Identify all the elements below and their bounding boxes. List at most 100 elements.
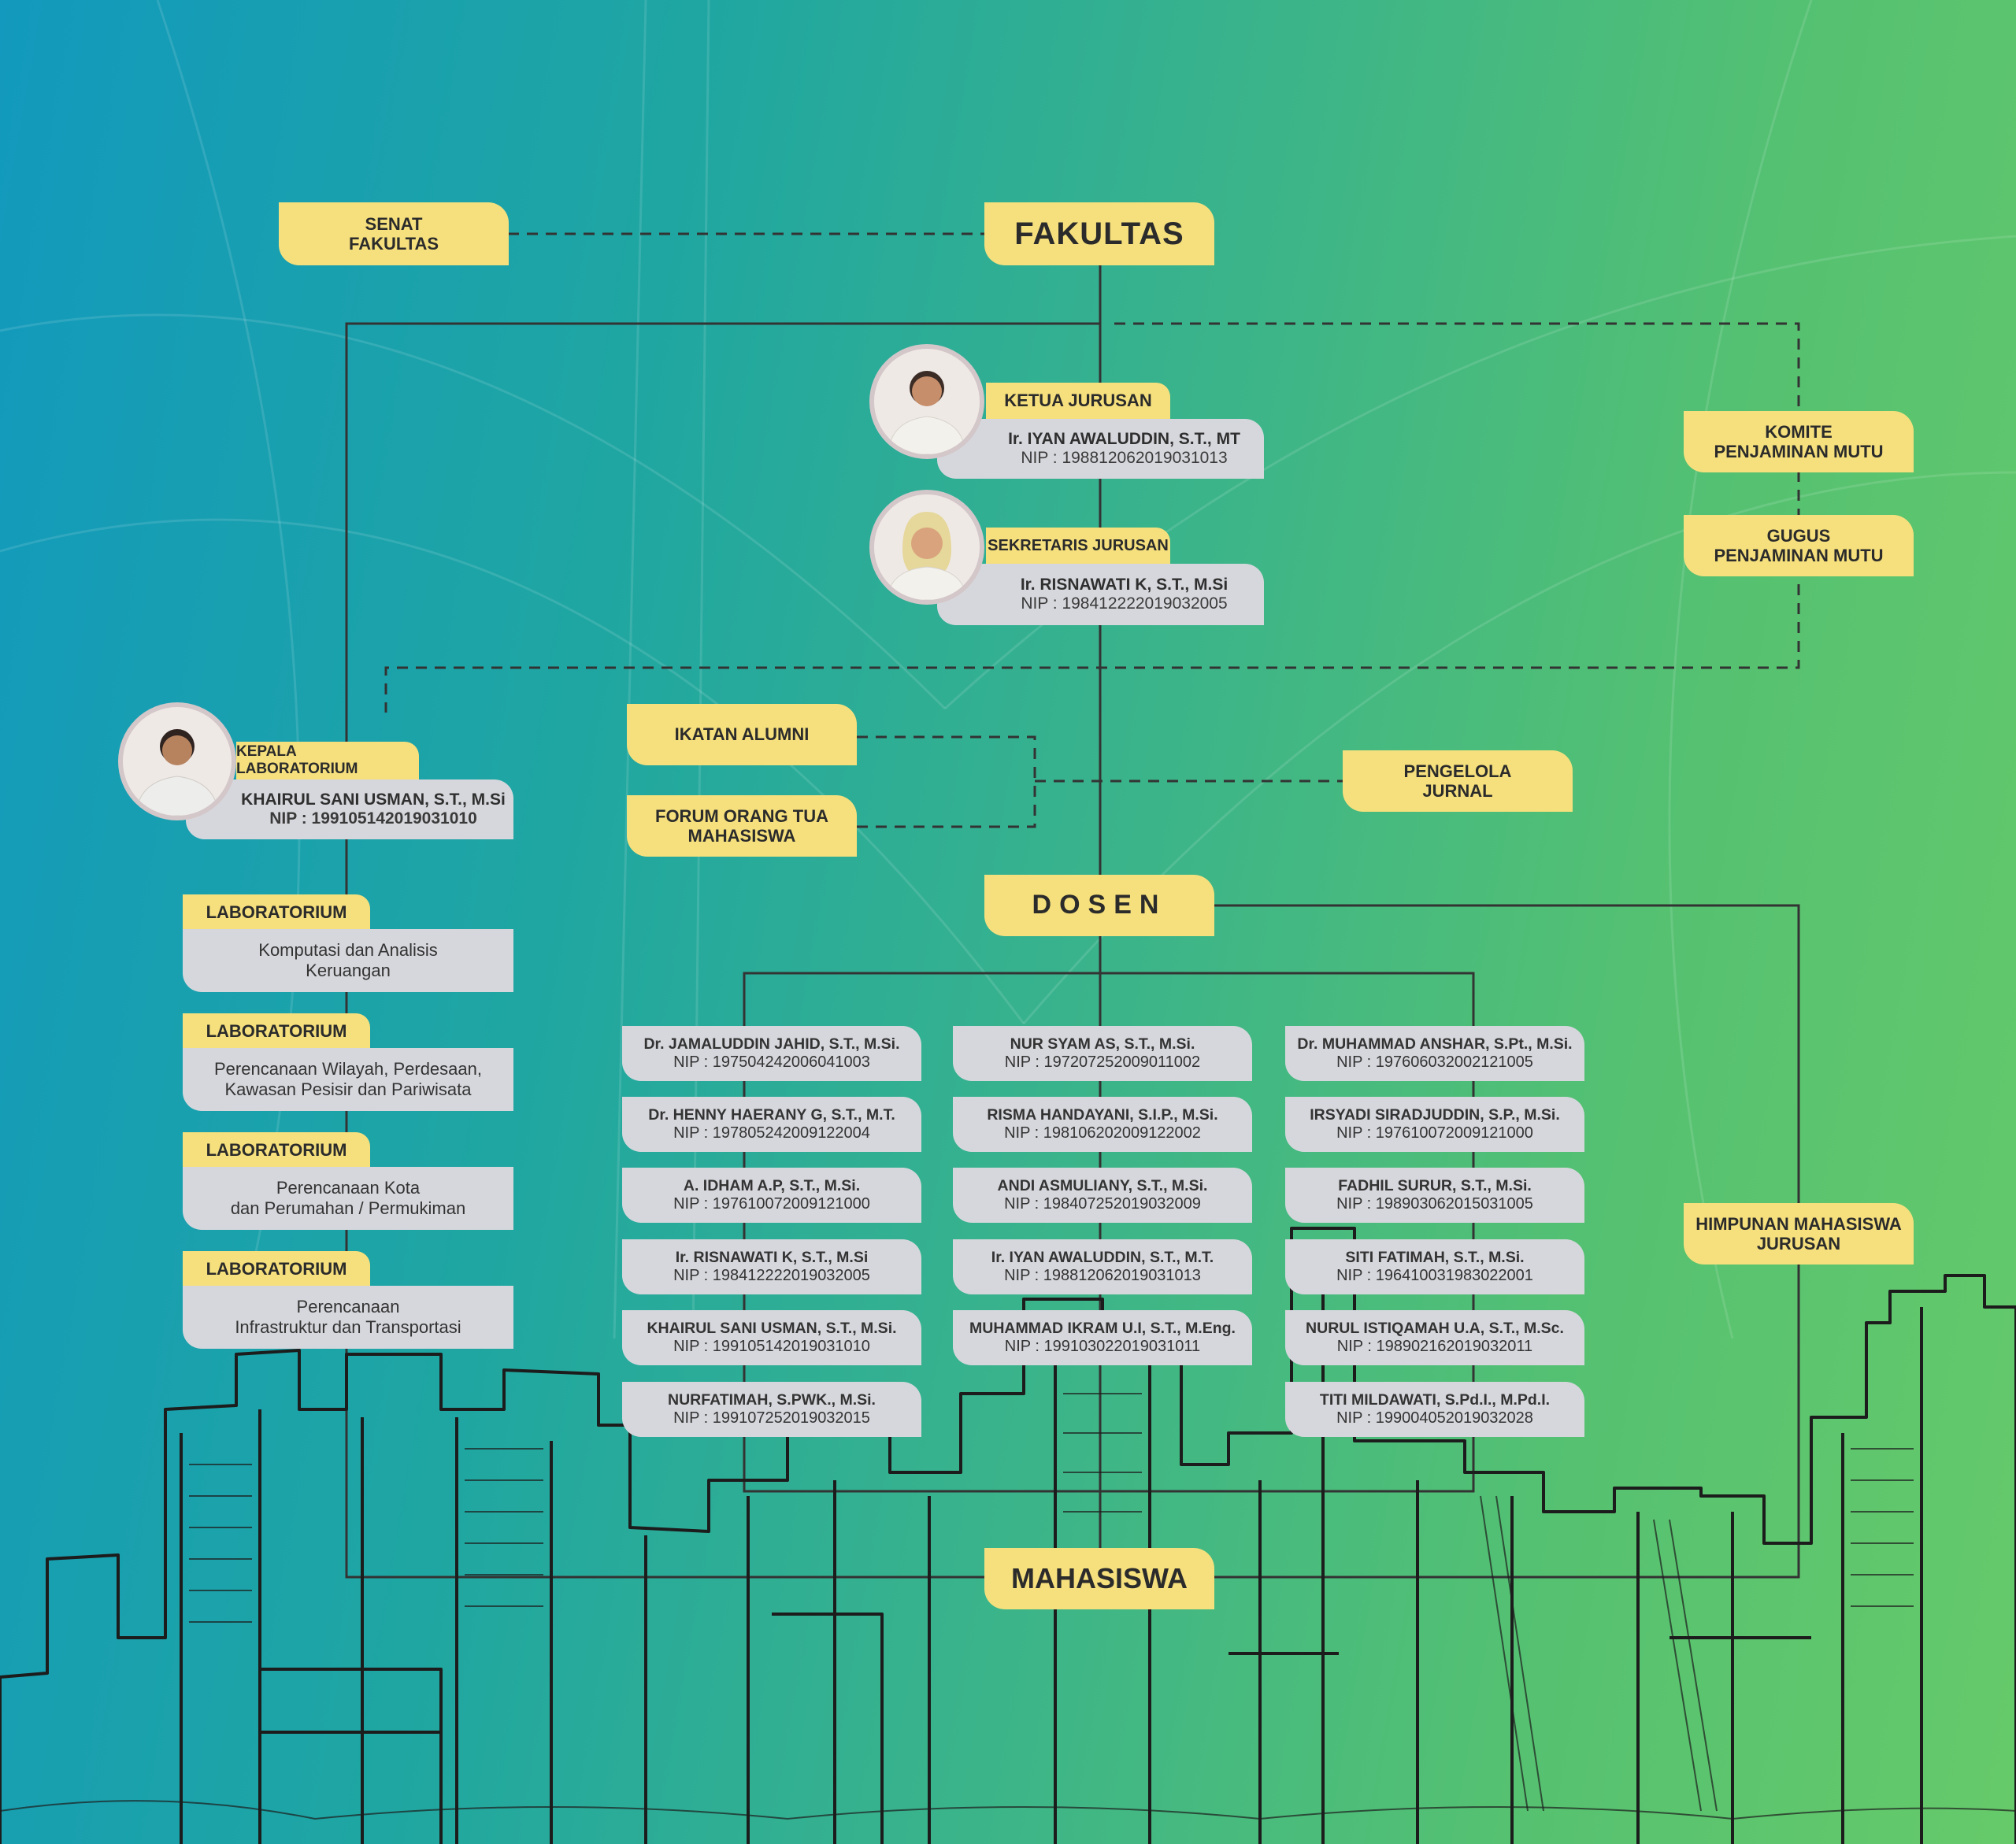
dosen-nip: NIP : 197606032002121005	[1336, 1053, 1533, 1071]
lab-2-box: Perencanaan Wilayah, Perdesaan, Kawasan …	[183, 1048, 513, 1111]
dosen-nip: NIP : 198407252019032009	[1004, 1195, 1201, 1213]
dosen-nip: NIP : 199105142019031010	[673, 1338, 870, 1355]
lab-3-tab-label: LABORATORIUM	[206, 1140, 347, 1160]
dosen-card: NURUL ISTIQAMAH U.A, S.T., M.Sc.NIP : 19…	[1285, 1310, 1584, 1365]
dosen-name: KHAIRUL SANI USMAN, S.T., M.Si.	[647, 1320, 897, 1337]
dosen-nip: NIP : 197207252009011002	[1004, 1053, 1201, 1071]
kepala-lab-nip: NIP : 199105142019031010	[269, 809, 477, 828]
lab-2-line1: Perencanaan Wilayah, Perdesaan,	[214, 1058, 482, 1079]
lab-3-line1: Perencanaan Kota	[276, 1177, 421, 1198]
kepala-lab-role: KEPALA LABORATORIUM	[236, 743, 358, 777]
dosen-nip: NIP : 196410031983022001	[1336, 1267, 1533, 1284]
dosen-name: Ir. RISNAWATI K, S.T., M.Si	[675, 1249, 869, 1266]
lab-1-box: Komputasi dan Analisis Keruangan	[183, 929, 513, 992]
ketua-photo-avatar	[869, 344, 984, 459]
himpunan-mahasiswa-label: HIMPUNAN MAHASISWA JURUSAN	[1695, 1213, 1902, 1253]
dosen-name: TITI MILDAWATI, S.Pd.I., M.Pd.I.	[1319, 1391, 1551, 1409]
dosen-card: A. IDHAM A.P, S.T., M.Si.NIP : 197610072…	[622, 1168, 921, 1223]
dosen-card: NUR SYAM AS, S.T., M.Si.NIP : 1972072520…	[953, 1026, 1252, 1081]
dosen-card: KHAIRUL SANI USMAN, S.T., M.Si.NIP : 199…	[622, 1310, 921, 1365]
dosen-name: IRSYADI SIRADJUDDIN, S.P., M.Si.	[1310, 1106, 1560, 1124]
pengelola-jurnal-label: PENGELOLA JURNAL	[1403, 761, 1512, 801]
mahasiswa-label: MAHASISWA	[1011, 1562, 1188, 1595]
dosen-card: TITI MILDAWATI, S.Pd.I., M.Pd.I.NIP : 19…	[1285, 1382, 1584, 1437]
dosen-card: ANDI ASMULIANY, S.T., M.Si.NIP : 1984072…	[953, 1168, 1252, 1223]
ketua-role-tab: KETUA JURUSAN	[986, 383, 1170, 419]
dosen-name: MUHAMMAD IKRAM U.I, S.T., M.Eng.	[969, 1320, 1236, 1337]
dosen-card: RISMA HANDAYANI, S.I.P., M.Si.NIP : 1981…	[953, 1097, 1252, 1152]
dosen-card: NURFATIMAH, S.PWK., M.Si.NIP : 199107252…	[622, 1382, 921, 1437]
fakultas-box: FAKULTAS	[984, 202, 1214, 265]
kepala-lab-name: KHAIRUL SANI USMAN, S.T., M.Si	[241, 791, 506, 809]
dosen-name: NURFATIMAH, S.PWK., M.Si.	[668, 1391, 876, 1409]
dosen-name: SITI FATIMAH, S.T., M.Si.	[1345, 1249, 1525, 1266]
dosen-nip: NIP : 198106202009122002	[1004, 1124, 1201, 1142]
person-icon	[886, 512, 968, 600]
lab-1-line2: Keruangan	[306, 961, 391, 980]
lab-4-tab: LABORATORIUM	[183, 1251, 370, 1287]
lab-4-box: Perencanaan Infrastruktur dan Transporta…	[183, 1286, 513, 1349]
lab-3-line2: dan Perumahan / Permukiman	[230, 1198, 466, 1218]
dosen-name: RISMA HANDAYANI, S.I.P., M.Si.	[987, 1106, 1218, 1124]
dosen-nip: NIP : 199004052019032028	[1336, 1409, 1533, 1427]
dosen-nip: NIP : 197805242009122004	[673, 1124, 870, 1142]
dosen-nip: NIP : 197610072009121000	[673, 1195, 870, 1213]
dosen-card: MUHAMMAD IKRAM U.I, S.T., M.Eng.NIP : 19…	[953, 1310, 1252, 1365]
dosen-card: Dr. JAMALUDDIN JAHID, S.T., M.Si.NIP : 1…	[622, 1026, 921, 1081]
lab-2-tab-label: LABORATORIUM	[206, 1021, 347, 1041]
kepala-lab-card: KHAIRUL SANI USMAN, S.T., M.Si NIP : 199…	[186, 779, 513, 839]
lab-4-tab-label: LABORATORIUM	[206, 1259, 347, 1279]
dosen-box: DOSEN	[984, 875, 1214, 936]
forum-orang-tua-label: FORUM ORANG TUA MAHASISWA	[655, 805, 828, 846]
gugus-label: GUGUS PENJAMINAN MUTU	[1714, 525, 1884, 565]
dosen-card: Dr. HENNY HAERANY G, S.T., M.T.NIP : 197…	[622, 1097, 921, 1152]
komite-label: KOMITE PENJAMINAN MUTU	[1714, 421, 1884, 461]
mahasiswa-box: MAHASISWA	[984, 1548, 1214, 1609]
dosen-name: NUR SYAM AS, S.T., M.Si.	[1010, 1035, 1195, 1053]
dosen-nip: NIP : 198812062019031013	[1004, 1267, 1201, 1284]
kepala-lab-role-tab: KEPALA LABORATORIUM	[236, 742, 419, 779]
dosen-name: Dr. MUHAMMAD ANSHAR, S.Pt., M.Si.	[1297, 1035, 1573, 1053]
dosen-name: NURUL ISTIQAMAH U.A, S.T., M.Sc.	[1306, 1320, 1564, 1337]
sekretaris-jurusan-card: Ir. RISNAWATI K, S.T., M.Si NIP : 198412…	[937, 564, 1264, 625]
ketua-name: Ir. IYAN AWALUDDIN, S.T., MT	[1008, 430, 1240, 448]
person-icon	[888, 371, 966, 454]
kepala-lab-photo-avatar	[118, 702, 236, 820]
pengelola-jurnal-box: PENGELOLA JURNAL	[1343, 750, 1573, 812]
dosen-card: IRSYADI SIRADJUDDIN, S.P., M.Si.NIP : 19…	[1285, 1097, 1584, 1152]
dosen-name: Dr. JAMALUDDIN JAHID, S.T., M.Si.	[643, 1035, 900, 1053]
sekretaris-role: SEKRETARIS JURUSAN	[988, 536, 1169, 554]
sekretaris-name: Ir. RISNAWATI K, S.T., M.Si	[1020, 576, 1228, 594]
ikatan-alumni-label: IKATAN ALUMNI	[674, 724, 810, 745]
lab-2-tab: LABORATORIUM	[183, 1013, 370, 1050]
senat-fakultas-label: SENAT FAKULTAS	[348, 213, 439, 254]
ketua-role: KETUA JURUSAN	[1004, 391, 1152, 410]
fakultas-label: FAKULTAS	[1014, 217, 1184, 251]
lab-2-line2: Kawasan Pesisir dan Pariwisata	[224, 1079, 472, 1099]
sekretaris-nip: NIP : 198412222019032005	[1021, 594, 1228, 613]
lab-3-box: Perencanaan Kota dan Perumahan / Permuki…	[183, 1167, 513, 1230]
dosen-card: Dr. MUHAMMAD ANSHAR, S.Pt., M.Si.NIP : 1…	[1285, 1026, 1584, 1081]
dosen-name: ANDI ASMULIANY, S.T., M.Si.	[997, 1177, 1208, 1194]
dosen-card: FADHIL SURUR, S.T., M.Si.NIP : 198903062…	[1285, 1168, 1584, 1223]
lab-1-tab: LABORATORIUM	[183, 894, 370, 931]
dosen-card: Ir. IYAN AWALUDDIN, S.T., M.T.NIP : 1988…	[953, 1239, 1252, 1294]
lab-4-line2: Infrastruktur dan Transportasi	[235, 1317, 461, 1337]
lab-4-line1: Perencanaan	[296, 1296, 400, 1316]
lab-1-line1: Komputasi dan Analisis	[258, 939, 438, 960]
gugus-penjaminan-mutu-box: GUGUS PENJAMINAN MUTU	[1684, 515, 1914, 576]
forum-orang-tua-box: FORUM ORANG TUA MAHASISWA	[627, 795, 857, 857]
himpunan-mahasiswa-box: HIMPUNAN MAHASISWA JURUSAN	[1684, 1203, 1914, 1265]
lab-3-tab: LABORATORIUM	[183, 1132, 370, 1168]
ikatan-alumni-box: IKATAN ALUMNI	[627, 704, 857, 765]
person-icon	[135, 729, 220, 816]
dosen-nip: NIP : 198902162019032011	[1336, 1338, 1533, 1355]
dosen-nip: NIP : 198412222019032005	[673, 1267, 870, 1284]
ketua-nip: NIP : 198812062019031013	[1021, 449, 1228, 467]
dosen-nip: NIP : 199103022019031011	[1004, 1338, 1201, 1355]
sekretaris-role-tab: SEKRETARIS JURUSAN	[986, 528, 1170, 564]
dosen-nip: NIP : 199107252019032015	[673, 1409, 870, 1427]
ketua-jurusan-card: Ir. IYAN AWALUDDIN, S.T., MT NIP : 19881…	[937, 419, 1264, 479]
lab-1-tab-label: LABORATORIUM	[206, 902, 347, 922]
